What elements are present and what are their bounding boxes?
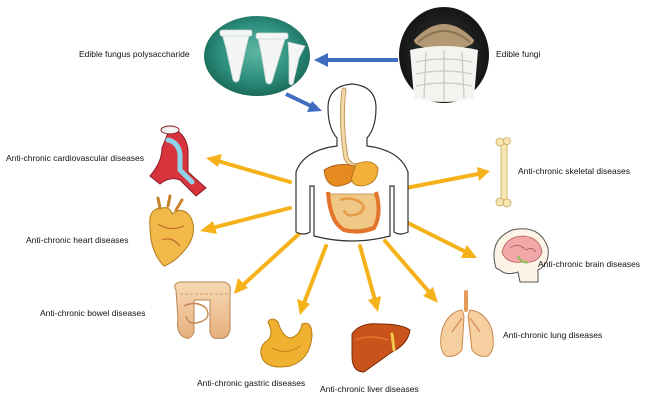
blood-vessel-icon	[150, 126, 206, 196]
liver-icon	[352, 324, 410, 372]
fungi-label: Edible fungi	[496, 49, 540, 59]
arrow-to-bowel	[234, 233, 300, 294]
brain-icon	[494, 229, 548, 282]
intestine-icon	[175, 282, 231, 338]
bone-icon	[496, 138, 511, 208]
stomach-icon	[261, 319, 312, 367]
lung-icon	[441, 292, 494, 356]
arrow-to-skeletal	[406, 167, 490, 188]
arrow-to-brain	[406, 222, 477, 258]
arrow-to-liver	[360, 246, 381, 312]
bowel-label: Anti-chronic bowel diseases	[40, 308, 145, 318]
liver-label: Anti-chronic liver diseases	[320, 384, 419, 394]
arrow-to-gastric	[297, 246, 326, 315]
heart-label: Anti-chronic heart diseases	[26, 235, 129, 245]
arrow-to-heart	[200, 208, 290, 234]
gastric-label: Anti-chronic gastric diseases	[197, 378, 305, 388]
lung-label: Anti-chronic lung diseases	[503, 330, 602, 340]
arrow-to-lung	[385, 241, 438, 303]
arrow-polysaccharide-to-body	[286, 94, 322, 112]
brain-label: Anti-chronic brain diseases	[538, 259, 640, 269]
mushroom-photo	[399, 7, 489, 103]
arrow-fungi-to-polysaccharide	[314, 53, 398, 67]
skeletal-label: Anti-chronic skeletal diseases	[518, 166, 630, 176]
arrow-to-cardiovascular	[206, 154, 290, 182]
heart-icon	[150, 196, 194, 266]
cardiovascular-label: Anti-chronic cardiovascular diseases	[6, 153, 144, 163]
polysaccharide-label: Edible fungus polysaccharide	[79, 49, 190, 59]
microtube-photo	[204, 16, 310, 96]
